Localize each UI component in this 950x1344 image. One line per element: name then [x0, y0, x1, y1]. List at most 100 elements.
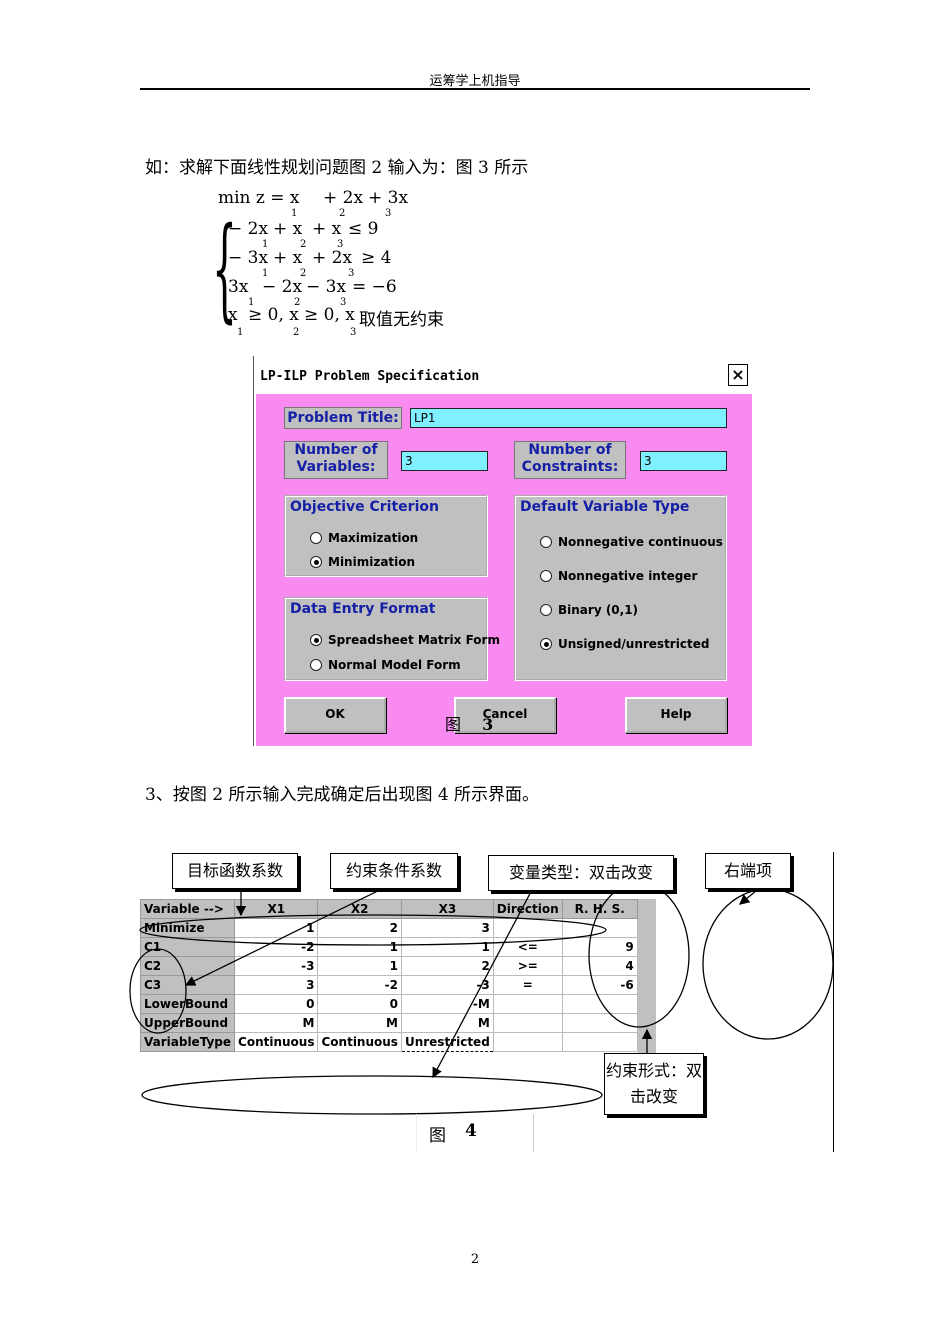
- table-cell[interactable]: -M: [400, 994, 494, 1014]
- radio-nonneg-integer-label: Nonnegative integer: [558, 569, 698, 583]
- radio-minimization[interactable]: Minimization: [310, 555, 415, 569]
- annotation-ellipse-rhs-callout: [702, 888, 834, 1040]
- c1-term-2: + x: [273, 219, 303, 239]
- radio-maximization[interactable]: Maximization: [310, 531, 418, 545]
- callout-constraint-form: 约束形式：双击改变: [604, 1053, 704, 1115]
- radio-nonneg-integer[interactable]: Nonnegative integer: [540, 569, 697, 583]
- c3-sub-1: 1: [248, 297, 255, 308]
- c3-sub-3: 3: [340, 297, 347, 308]
- c2-term-2: + x: [273, 248, 303, 268]
- constraint-brace: {: [212, 204, 237, 334]
- radio-unrestricted[interactable]: Unsigned/unrestricted: [540, 637, 709, 651]
- c2-term-1: − 3x: [228, 248, 269, 268]
- radio-maximization-label: Maximization: [328, 531, 419, 545]
- lp-matrix-table: Variable --> X1 X2 X3 Direction R. H. S.…: [139, 899, 638, 1052]
- arrow-constraints: [184, 885, 389, 986]
- radio-nonneg-continuous-indicator: [540, 536, 552, 548]
- problem-title-input[interactable]: LP1: [410, 408, 727, 428]
- c3-sub-2: 2: [294, 297, 301, 308]
- row-label: C2: [139, 956, 236, 976]
- annotation-ellipse-rhs: [588, 882, 690, 1028]
- header-rhs: R. H. S.: [561, 899, 638, 919]
- bounds-term-1: x: [228, 305, 238, 325]
- intro-paragraph: 如：求解下面线性规划问题图 2 输入为：图 3 所示: [145, 158, 529, 178]
- radio-normal-model-form[interactable]: Normal Model Form: [310, 658, 461, 672]
- c3-rhs: = −6: [352, 277, 397, 297]
- constraint-3: 3x − 2x − 3x = −6 1 2 3: [228, 277, 468, 308]
- num-constraints-input[interactable]: 3: [640, 451, 727, 471]
- c1-sub-2: 2: [300, 239, 307, 250]
- radio-normal-model-indicator: [310, 659, 322, 671]
- table-cell[interactable]: [561, 1032, 638, 1052]
- callout-rhs: 右端项: [705, 853, 791, 889]
- default-variable-type-title: Default Variable Type: [520, 499, 690, 515]
- c1-term-3: + x: [312, 219, 342, 239]
- table-cell[interactable]: Continuous: [317, 1032, 402, 1052]
- header-rule: [140, 88, 810, 90]
- radio-spreadsheet-label: Spreadsheet Matrix Form: [328, 633, 500, 647]
- data-entry-format-title: Data Entry Format: [290, 601, 436, 617]
- bounds-sub-1: 1: [237, 327, 244, 338]
- table-cell[interactable]: >=: [492, 956, 563, 976]
- radio-binary-indicator: [540, 604, 552, 616]
- objective-term-2: + 2x: [323, 188, 364, 208]
- c1-sub-1: 1: [262, 239, 269, 250]
- radio-spreadsheet-form[interactable]: Spreadsheet Matrix Form: [310, 633, 500, 647]
- figure-4-caption: 图 4: [416, 1114, 534, 1152]
- radio-nonneg-continuous-label: Nonnegative continuous: [558, 535, 723, 549]
- close-icon[interactable]: ×: [728, 364, 748, 386]
- annotation-ellipse-variable-type: [141, 1075, 603, 1115]
- table-cell[interactable]: Unrestricted: [400, 1032, 494, 1052]
- cancel-button[interactable]: Cancel: [454, 697, 556, 733]
- variable-bounds: x ≥ 0, x ≥ 0, x 取值无约束 1 2 3: [228, 305, 488, 339]
- c1-rhs: ≤ 9: [348, 219, 379, 239]
- objective-criterion-group: Objective Criterion Maximization Minimiz…: [284, 495, 488, 577]
- radio-binary[interactable]: Binary (0,1): [540, 603, 638, 617]
- dialog-titlebar: LP-ILP Problem Specification ×: [254, 356, 752, 394]
- c2-sub-2: 2: [300, 268, 307, 279]
- objective-sub-2: 2: [339, 208, 346, 219]
- c2-term-3: + 2x: [312, 248, 353, 268]
- ok-button[interactable]: OK: [284, 697, 386, 733]
- radio-binary-label: Binary (0,1): [558, 603, 639, 617]
- vertical-scrollbar[interactable]: [638, 899, 656, 1054]
- objective-prefix: min z = x: [218, 188, 300, 208]
- c2-rhs: ≥ 4: [361, 248, 392, 268]
- bounds-term-3: ≥ 0, x: [304, 305, 355, 325]
- radio-nonneg-integer-indicator: [540, 570, 552, 582]
- callout-variable-type: 变量类型：双击改变: [488, 855, 674, 891]
- row-label: LowerBound: [139, 994, 236, 1014]
- arrow-rhs: [738, 885, 763, 905]
- table-cell[interactable]: Continuous: [234, 1032, 319, 1052]
- bounds-sub-2: 2: [293, 327, 300, 338]
- row-label: C1: [139, 937, 236, 957]
- help-button[interactable]: Help: [625, 697, 727, 733]
- c1-sub-3: 3: [337, 239, 344, 250]
- figure-3-prefix: 图: [445, 715, 462, 734]
- radio-unrestricted-label: Unsigned/unrestricted: [558, 637, 710, 651]
- radio-normal-model-label: Normal Model Form: [328, 658, 461, 672]
- step-3-paragraph: 3、按图 2 所示输入完成确定后出现图 4 所示界面。: [145, 785, 540, 805]
- c1-term-1: − 2x: [228, 219, 269, 239]
- radio-nonneg-continuous[interactable]: Nonnegative continuous: [540, 535, 723, 549]
- objective-criterion-title: Objective Criterion: [290, 499, 439, 515]
- c3-term-2: − 2x: [262, 277, 303, 297]
- constraint-2: − 3x + x + 2x ≥ 4 1 2 3: [228, 248, 468, 279]
- page-number: 2: [470, 1252, 480, 1267]
- num-variables-input[interactable]: 3: [401, 451, 488, 471]
- header-x1: X1: [234, 899, 319, 919]
- table-row: UpperBound M M M: [139, 1013, 638, 1033]
- annotation-ellipse-objective: [139, 914, 607, 946]
- header-direction: Direction: [492, 899, 563, 919]
- callout-objective-coefficients: 目标函数系数: [172, 853, 298, 889]
- row-label: UpperBound: [139, 1013, 236, 1033]
- callout-constraint-coefficients: 约束条件系数: [330, 853, 458, 889]
- bounds-tail: 取值无约束: [359, 310, 444, 330]
- c2-sub-1: 1: [262, 268, 269, 279]
- c3-term-1: 3x: [228, 277, 249, 297]
- annotation-ellipse-row-labels: [129, 948, 187, 1034]
- objective-sub-1: 1: [291, 208, 298, 219]
- running-header: 运筹学上机指导: [429, 74, 521, 89]
- c3-term-3: − 3x: [306, 277, 347, 297]
- spreadsheet-grid: Variable --> X1 X2 X3 Direction R. H. S.…: [139, 899, 656, 1054]
